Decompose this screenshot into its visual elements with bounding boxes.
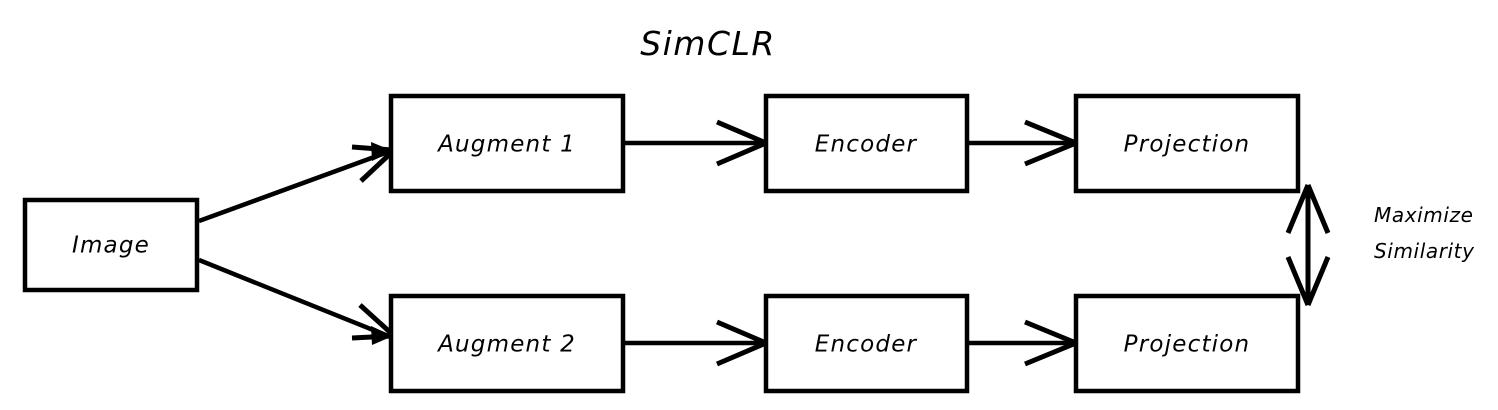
maximize-similarity-line1: Maximize [1374,203,1474,227]
node-image-label: Image [72,233,150,259]
node-augment2[interactable]: Augment 2 [388,293,626,394]
node-augment1[interactable]: Augment 1 [388,93,626,194]
edge-encoder-top-to-projection-top [967,119,1083,167]
node-image[interactable]: Image [22,197,200,293]
node-projection-bottom-label: Projection [1124,332,1251,358]
edge-image-to-augment2 [198,257,394,345]
node-projection-bottom[interactable]: Projection [1073,293,1301,394]
maximize-similarity-double-arrow [1285,184,1331,306]
node-projection-top-label: Projection [1124,132,1251,158]
node-encoder-top-label: Encoder [815,132,918,158]
node-augment2-label: Augment 2 [436,332,576,358]
edge-augment1-to-encoder-top [623,119,773,167]
node-encoder-top[interactable]: Encoder [763,93,970,194]
edge-image-to-augment1 [198,142,394,224]
page-title: SimCLR [640,24,776,63]
edge-augment2-to-encoder-bottom [623,319,773,367]
node-encoder-bottom[interactable]: Encoder [763,293,970,394]
node-projection-top[interactable]: Projection [1073,93,1301,194]
maximize-similarity-note: Maximize Similarity [1374,203,1475,263]
maximize-similarity-line2: Similarity [1374,239,1475,263]
edge-encoder-bottom-to-projection-bottom [967,319,1083,367]
node-encoder-bottom-label: Encoder [815,332,918,358]
node-augment1-label: Augment 1 [436,132,576,158]
